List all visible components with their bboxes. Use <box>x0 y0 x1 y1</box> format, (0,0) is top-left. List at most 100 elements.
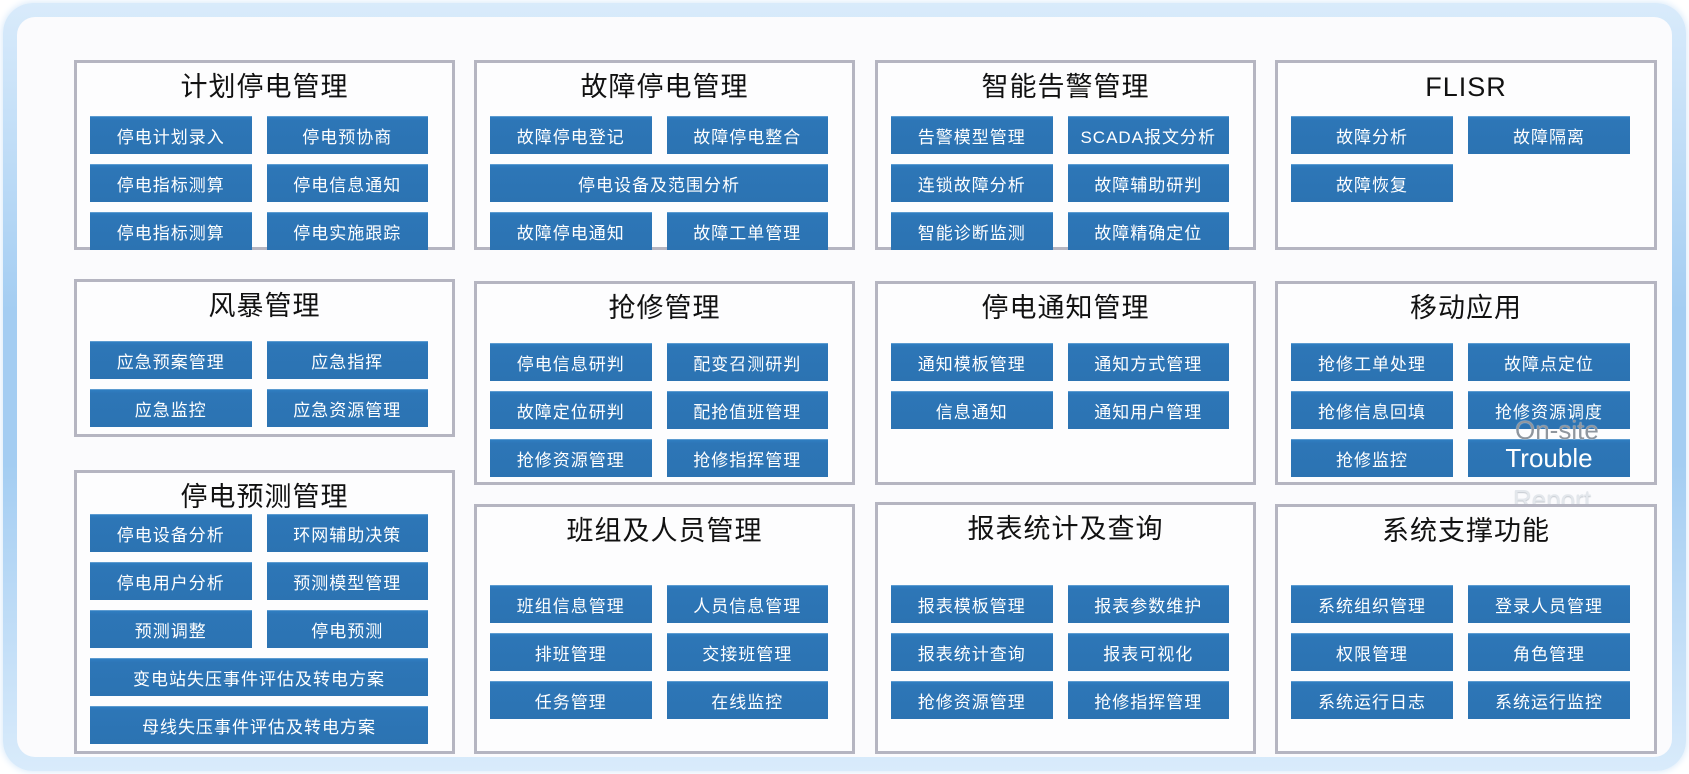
module-button[interactable]: 连锁故障分析 <box>891 164 1053 202</box>
module-board: 计划停电管理停电计划录入停电预协商停电指标测算停电信息通知停电指标测算停电实施跟… <box>17 17 1672 757</box>
module-button[interactable]: 任务管理 <box>490 681 652 719</box>
panel-planned-outage-management: 计划停电管理停电计划录入停电预协商停电指标测算停电信息通知停电指标测算停电实施跟… <box>74 60 455 250</box>
module-button[interactable]: 报表可视化 <box>1067 633 1229 671</box>
panel-team-and-personnel-management: 班组及人员管理班组信息管理人员信息管理排班管理交接班管理任务管理在线监控 <box>474 504 855 754</box>
panel-title: 计划停电管理 <box>180 72 349 102</box>
module-button[interactable]: 停电信息研判 <box>490 343 652 381</box>
module-button[interactable]: 预测调整 <box>90 610 252 648</box>
panel-storm-management: 风暴管理应急预案管理应急指挥应急监控应急资源管理 <box>74 279 455 437</box>
panel-title: 智能告警管理 <box>981 72 1150 102</box>
module-button[interactable]: 停电设备分析 <box>90 514 252 552</box>
panel-system-support-functions: 系统支撑功能系统组织管理登录人员管理权限管理角色管理系统运行日志系统运行监控 <box>1275 504 1657 754</box>
module-button[interactable]: 角色管理 <box>1468 633 1630 671</box>
panel-fault-outage-management: 故障停电管理故障停电登记故障停电整合停电设备及范围分析故障停电通知故障工单管理 <box>474 60 855 250</box>
panel-outage-notification-management: 停电通知管理通知模板管理通知方式管理信息通知通知用户管理 <box>875 281 1256 485</box>
module-button[interactable]: 通知模板管理 <box>891 343 1053 381</box>
module-button[interactable]: 故障精确定位 <box>1067 212 1229 250</box>
module-button[interactable]: 故障停电通知 <box>490 212 652 250</box>
module-button[interactable]: 故障点定位 <box>1468 343 1630 381</box>
panel-title: 报表统计及查询 <box>967 514 1164 544</box>
module-button[interactable]: 故障工单管理 <box>666 212 828 250</box>
module-button[interactable]: 母线失压事件评估及转电方案 <box>90 706 428 744</box>
module-button[interactable]: 故障分析 <box>1291 116 1453 154</box>
module-button[interactable]: 故障定位研判 <box>490 391 652 429</box>
module-button[interactable]: 停电指标测算 <box>90 212 252 250</box>
module-button[interactable]: 抢修工单处理 <box>1291 343 1453 381</box>
panel-title: 系统支撑功能 <box>1382 516 1550 546</box>
module-button[interactable]: 报表统计查询 <box>891 633 1053 671</box>
panel-title: 故障停电管理 <box>580 72 749 102</box>
outer-frame: 计划停电管理停电计划录入停电预协商停电指标测算停电信息通知停电指标测算停电实施跟… <box>3 3 1686 771</box>
module-button[interactable]: 报表模板管理 <box>891 585 1053 623</box>
module-button[interactable]: 抢修信息回填 <box>1291 391 1453 429</box>
module-button[interactable]: 变电站失压事件评估及转电方案 <box>90 658 428 696</box>
panel-flisr: FLISR 故障分析故障隔离故障恢复 <box>1275 60 1657 250</box>
panel-title: 抢修管理 <box>608 293 721 323</box>
button-grid: 应急预案管理应急指挥应急监控应急资源管理 <box>77 341 452 427</box>
module-button[interactable]: 故障停电整合 <box>666 116 828 154</box>
panel-title: 班组及人员管理 <box>566 516 763 546</box>
module-button[interactable]: 智能诊断监测 <box>891 212 1053 250</box>
module-button[interactable]: 预测模型管理 <box>266 562 428 600</box>
module-button[interactable]: 交接班管理 <box>666 633 828 671</box>
button-grid: 停电计划录入停电预协商停电指标测算停电信息通知停电指标测算停电实施跟踪 <box>77 116 452 250</box>
panel-report-statistics-and-query: 报表统计及查询报表模板管理报表参数维护报表统计查询报表可视化抢修资源管理抢修指挥… <box>875 502 1256 754</box>
module-button[interactable]: 人员信息管理 <box>666 585 828 623</box>
module-button[interactable]: SCADA报文分析 <box>1067 116 1229 154</box>
module-button[interactable]: 应急资源管理 <box>266 389 428 427</box>
panel-title: 停电通知管理 <box>981 293 1150 323</box>
module-button[interactable]: 告警模型管理 <box>891 116 1053 154</box>
panel-title: 风暴管理 <box>208 291 321 321</box>
module-button[interactable]: 停电信息通知 <box>266 164 428 202</box>
module-button[interactable]: 配变召测研判 <box>666 343 828 381</box>
module-button[interactable]: Trouble <box>1468 439 1630 477</box>
module-button[interactable]: 应急预案管理 <box>90 341 252 379</box>
module-button[interactable]: 停电设备及范围分析 <box>490 164 828 202</box>
module-button[interactable]: 班组信息管理 <box>490 585 652 623</box>
module-button[interactable]: 抢修资源管理 <box>490 439 652 477</box>
module-button[interactable]: 报表参数维护 <box>1067 585 1229 623</box>
module-button[interactable]: 停电用户分析 <box>90 562 252 600</box>
module-button[interactable]: 排班管理 <box>490 633 652 671</box>
module-button[interactable]: 抢修资源管理 <box>891 681 1053 719</box>
panel-outage-forecast-management: 停电预测管理停电设备分析环网辅助决策停电用户分析预测模型管理预测调整停电预测变电… <box>74 470 455 754</box>
module-button[interactable]: 停电实施跟踪 <box>266 212 428 250</box>
module-button[interactable]: 在线监控 <box>666 681 828 719</box>
module-button[interactable]: 停电预测 <box>266 610 428 648</box>
module-button[interactable]: 系统运行监控 <box>1468 681 1630 719</box>
panel-title: FLISR <box>1425 72 1507 102</box>
module-button[interactable]: 故障辅助研判 <box>1067 164 1229 202</box>
panel-intelligent-alarm-management: 智能告警管理告警模型管理 SCADA报文分析连锁故障分析故障辅助研判智能诊断监测故… <box>875 60 1256 250</box>
panel-title: 停电预测管理 <box>180 482 349 512</box>
module-button[interactable]: 通知方式管理 <box>1067 343 1229 381</box>
button-grid: 班组信息管理人员信息管理排班管理交接班管理任务管理在线监控 <box>477 585 852 719</box>
module-button[interactable]: 故障隔离 <box>1468 116 1630 154</box>
button-grid: 通知模板管理通知方式管理信息通知通知用户管理 <box>878 343 1253 429</box>
module-button[interactable]: 登录人员管理 <box>1468 585 1630 623</box>
module-button[interactable]: 信息通知 <box>891 391 1053 429</box>
module-button[interactable]: 抢修指挥管理 <box>1067 681 1229 719</box>
module-button[interactable]: 抢修指挥管理 <box>666 439 828 477</box>
button-grid: 停电信息研判配变召测研判故障定位研判配抢值班管理抢修资源管理抢修指挥管理 <box>477 343 852 477</box>
module-button[interactable]: 通知用户管理 <box>1067 391 1229 429</box>
button-grid: 告警模型管理 SCADA报文分析连锁故障分析故障辅助研判智能诊断监测故障精确定位 <box>878 116 1253 250</box>
button-grid: 故障停电登记故障停电整合停电设备及范围分析故障停电通知故障工单管理 <box>477 116 852 250</box>
module-button[interactable]: 系统组织管理 <box>1291 585 1453 623</box>
module-button[interactable]: 应急指挥 <box>266 341 428 379</box>
module-button[interactable]: 停电指标测算 <box>90 164 252 202</box>
module-button[interactable]: 环网辅助决策 <box>266 514 428 552</box>
module-button[interactable]: 系统运行日志 <box>1291 681 1453 719</box>
module-button[interactable]: 故障恢复 <box>1291 164 1453 202</box>
panel-repair-management: 抢修管理停电信息研判配变召测研判故障定位研判配抢值班管理抢修资源管理抢修指挥管理 <box>474 281 855 485</box>
module-button[interactable]: 抢修资源调度 <box>1468 391 1630 429</box>
module-button[interactable]: 权限管理 <box>1291 633 1453 671</box>
module-button[interactable]: 停电预协商 <box>266 116 428 154</box>
module-button[interactable]: 应急监控 <box>90 389 252 427</box>
button-grid: 故障分析故障隔离故障恢复 <box>1278 116 1654 202</box>
module-button[interactable]: 配抢值班管理 <box>666 391 828 429</box>
module-button[interactable]: 故障停电登记 <box>490 116 652 154</box>
module-button[interactable]: 抢修监控 <box>1291 439 1453 477</box>
module-button[interactable]: 停电计划录入 <box>90 116 252 154</box>
